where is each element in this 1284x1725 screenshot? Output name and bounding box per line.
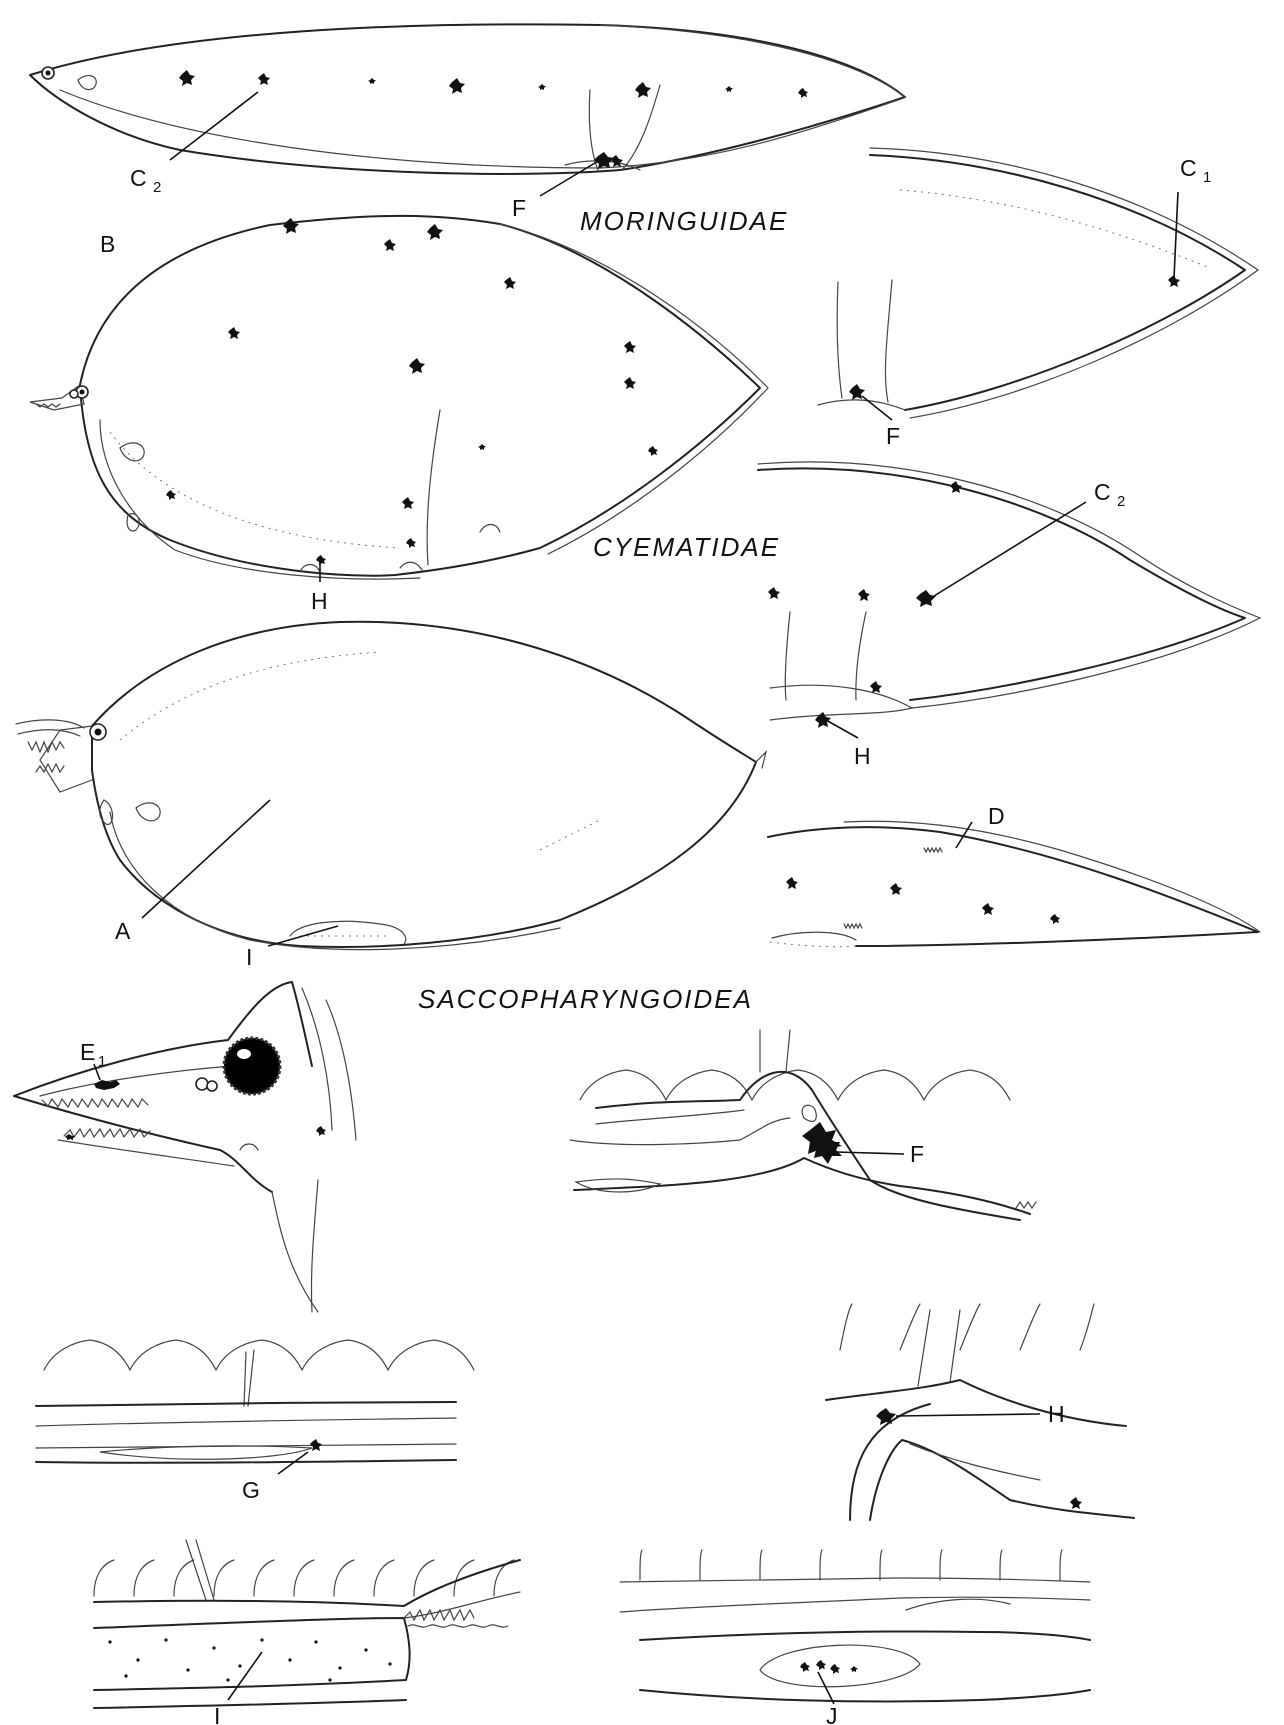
cyematidae-larva-full [30, 216, 768, 579]
svg-text:1: 1 [1203, 169, 1211, 186]
anal-region-detail-f [570, 1030, 1036, 1220]
moringuidae-larva-full [30, 24, 905, 174]
label-e1: E 1 [80, 1039, 106, 1080]
svg-text:H: H [1048, 1401, 1065, 1427]
saccopharyngoidea-larva-tail-detail [768, 821, 1260, 947]
label-i-saccopharyngoidea: I [246, 926, 338, 970]
gut-region-detail-j [620, 1550, 1090, 1702]
head-detail [14, 982, 356, 1312]
family-title-saccopharyngoidea: SACCOPHARYNGOIDEA [418, 984, 753, 1014]
svg-text:J: J [826, 1703, 838, 1725]
svg-text:A: A [115, 918, 131, 944]
svg-text:E: E [80, 1039, 95, 1065]
label-b: B [100, 231, 115, 257]
label-g: G [242, 1452, 308, 1503]
svg-text:H: H [311, 588, 328, 614]
svg-text:F: F [886, 423, 900, 449]
family-title-cyematidae: CYEMATIDAE [593, 532, 780, 562]
moringuidae-larva-tail-detail [818, 148, 1258, 418]
label-c1: C 1 [1174, 155, 1211, 278]
svg-text:H: H [854, 743, 871, 769]
label-j: J [818, 1672, 838, 1725]
gut-region-detail-g [36, 1340, 474, 1463]
svg-text:D: D [988, 803, 1005, 829]
svg-text:2: 2 [1117, 493, 1125, 510]
saccopharyngoidea-larva-full [16, 622, 766, 950]
svg-text:F: F [512, 195, 526, 221]
label-h-cyematidae-detail: H [826, 720, 871, 769]
label-f-moringuidae-detail: F [862, 396, 900, 449]
svg-text:1: 1 [98, 1053, 106, 1070]
label-a: A [115, 800, 270, 944]
svg-text:C: C [1180, 155, 1197, 181]
label-f-detail: F [836, 1141, 924, 1167]
label-i-detail: I [214, 1652, 262, 1725]
gut-region-detail-i [94, 1540, 520, 1708]
label-h-detail: H [896, 1401, 1065, 1427]
label-c2-moringuidae: C 2 [130, 92, 258, 196]
label-h-cyematidae: H [311, 560, 328, 614]
svg-text:2: 2 [153, 179, 161, 196]
label-d: D [956, 803, 1005, 848]
svg-text:I: I [246, 944, 252, 970]
svg-text:C: C [130, 165, 147, 191]
svg-text:I: I [214, 1703, 220, 1725]
svg-text:G: G [242, 1477, 260, 1503]
svg-text:C: C [1094, 479, 1111, 505]
family-title-moringuidae: MORINGUIDAE [580, 206, 788, 236]
anal-region-detail-h [826, 1304, 1134, 1520]
cyematidae-larva-tail-detail [758, 462, 1260, 728]
svg-text:F: F [910, 1141, 924, 1167]
label-c2-cyematidae: C 2 [934, 479, 1125, 596]
